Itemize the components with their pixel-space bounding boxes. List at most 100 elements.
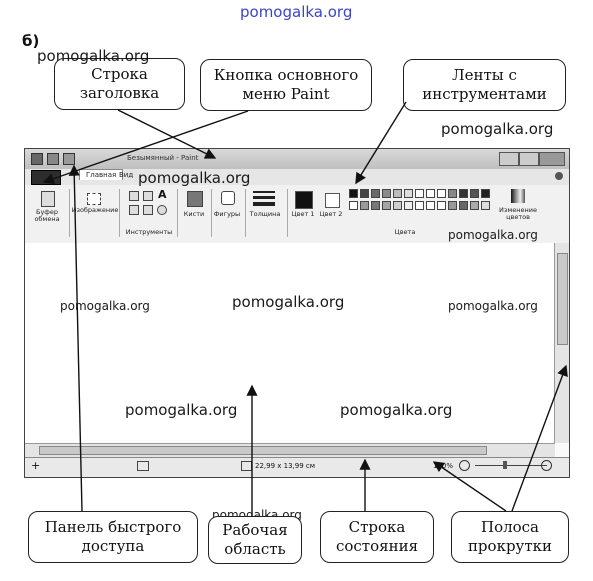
ribbon-separator: [287, 189, 288, 237]
colors-group-label: Цвета: [394, 228, 416, 236]
palette-swatch[interactable]: [371, 201, 380, 210]
palette-swatch[interactable]: [459, 189, 468, 198]
watermark: pomogalka.org: [232, 293, 345, 311]
ribbon-separator: [245, 189, 246, 237]
palette-swatch[interactable]: [404, 201, 413, 210]
callout-quick-access-text: Панель быстрого доступа: [44, 518, 182, 555]
zoom-out-button[interactable]: [459, 460, 470, 471]
zoom-slider[interactable]: [475, 465, 547, 466]
paint-app-icon: [31, 153, 43, 165]
ribbon-separator: [177, 189, 178, 237]
tab-view[interactable]: Вид: [119, 171, 134, 179]
palette-swatch[interactable]: [470, 201, 479, 210]
zoom-slider-handle[interactable]: [503, 461, 507, 469]
palette-swatch[interactable]: [470, 189, 479, 198]
vertical-scroll-thumb[interactable]: [557, 253, 568, 345]
arrow-title-bar: [117, 109, 217, 159]
thickness-icon[interactable]: [253, 191, 275, 193]
eraser-icon[interactable]: [129, 205, 139, 215]
cursor-position-icon: +: [31, 459, 41, 472]
palette-swatch[interactable]: [448, 201, 457, 210]
fill-icon[interactable]: [143, 191, 153, 201]
clipboard-group-label[interactable]: Буфер обмена: [34, 208, 60, 223]
palette-swatch[interactable]: [437, 189, 446, 198]
callout-main-menu-button-text: Кнопка основного меню Paint: [213, 66, 359, 103]
watermark-top: pomogalka.org: [240, 3, 353, 21]
palette-swatch[interactable]: [426, 201, 435, 210]
palette-swatch[interactable]: [349, 201, 358, 210]
callout-title-bar: Строка заголовка: [54, 58, 185, 110]
color1-swatch[interactable]: [295, 191, 313, 209]
palette-swatch[interactable]: [459, 201, 468, 210]
callout-work-area: Рабочая область: [208, 516, 302, 564]
ribbon-separator: [211, 189, 212, 237]
maximize-button[interactable]: [519, 152, 539, 166]
arrow-scrollbar-vertical: [511, 364, 568, 512]
brushes-label[interactable]: Кисти: [183, 210, 205, 218]
watermark: pomogalka.org: [340, 401, 453, 419]
callout-quick-access: Панель быстрого доступа: [28, 511, 198, 563]
watermark: pomogalka.org: [125, 401, 238, 419]
color2-swatch[interactable]: [325, 193, 340, 208]
quick-access-save-icon[interactable]: [47, 153, 59, 165]
magnifier-icon[interactable]: [157, 205, 167, 215]
palette-swatch[interactable]: [404, 189, 413, 198]
watermark: pomogalka.org: [448, 228, 538, 242]
work-area[interactable]: [25, 243, 555, 443]
text-tool-icon[interactable]: A: [158, 188, 167, 201]
callout-title-bar-text: Строка заголовка: [79, 65, 160, 102]
image-group-label[interactable]: Изображение: [71, 206, 119, 214]
callout-ribbons: Ленты с инструментами: [403, 59, 566, 111]
shapes-icon[interactable]: [221, 191, 235, 205]
palette-swatch[interactable]: [437, 201, 446, 210]
palette-swatch[interactable]: [349, 189, 358, 198]
selection-size-icon: [137, 461, 149, 471]
palette-swatch[interactable]: [382, 189, 391, 198]
palette-swatch[interactable]: [360, 201, 369, 210]
color2-label[interactable]: Цвет 2: [319, 210, 343, 218]
horizontal-scroll-thumb[interactable]: [39, 446, 487, 455]
palette-swatch[interactable]: [426, 189, 435, 198]
ribbon: Буфер обмена Изображение A Инструменты К…: [25, 185, 569, 244]
brush-icon[interactable]: [187, 191, 203, 207]
arrow-scrollbar-horizontal: [432, 461, 507, 512]
color1-label[interactable]: Цвет 1: [291, 210, 315, 218]
vertical-scrollbar[interactable]: [554, 243, 569, 443]
palette-swatch[interactable]: [360, 189, 369, 198]
zoom-in-button[interactable]: [541, 460, 552, 471]
quick-access-undo-icon[interactable]: [63, 153, 75, 165]
palette-swatch[interactable]: [393, 189, 402, 198]
paint-window: Безымянный - Paint Главная Вид Буфер обм…: [24, 148, 570, 478]
close-button[interactable]: [539, 152, 565, 166]
ribbon-separator: [119, 189, 120, 237]
palette-swatch[interactable]: [393, 201, 402, 210]
tools-group-label: Инструменты: [125, 228, 173, 236]
palette-swatch[interactable]: [371, 189, 380, 198]
edit-colors-icon[interactable]: [511, 189, 525, 203]
color-picker-icon[interactable]: [143, 205, 153, 215]
palette-swatch[interactable]: [448, 189, 457, 198]
paste-icon[interactable]: [41, 191, 55, 207]
minimize-button[interactable]: [499, 152, 519, 166]
edit-colors-label[interactable]: Изменение цветов: [499, 206, 537, 221]
pencil-icon[interactable]: [129, 191, 139, 201]
thickness-line: [253, 202, 275, 206]
palette-swatch[interactable]: [415, 189, 424, 198]
palette-swatch[interactable]: [481, 201, 490, 210]
thickness-label[interactable]: Толщина: [249, 210, 281, 218]
help-icon[interactable]: [555, 172, 563, 180]
shapes-label[interactable]: Фигуры: [213, 210, 241, 218]
palette-swatch[interactable]: [382, 201, 391, 210]
horizontal-scrollbar[interactable]: [25, 443, 555, 457]
palette-swatch[interactable]: [415, 201, 424, 210]
watermark: pomogalka.org: [60, 299, 150, 313]
arrow-ribbons: [355, 101, 407, 185]
callout-status-bar-text: Строка состояния: [335, 518, 419, 555]
thickness-line: [253, 196, 275, 199]
watermark: pomogalka.org: [441, 120, 554, 138]
callout-work-area-text: Рабочая область: [222, 521, 288, 558]
select-icon[interactable]: [87, 193, 101, 205]
palette-swatch[interactable]: [481, 189, 490, 198]
window-title: Безымянный - Paint: [127, 154, 199, 162]
